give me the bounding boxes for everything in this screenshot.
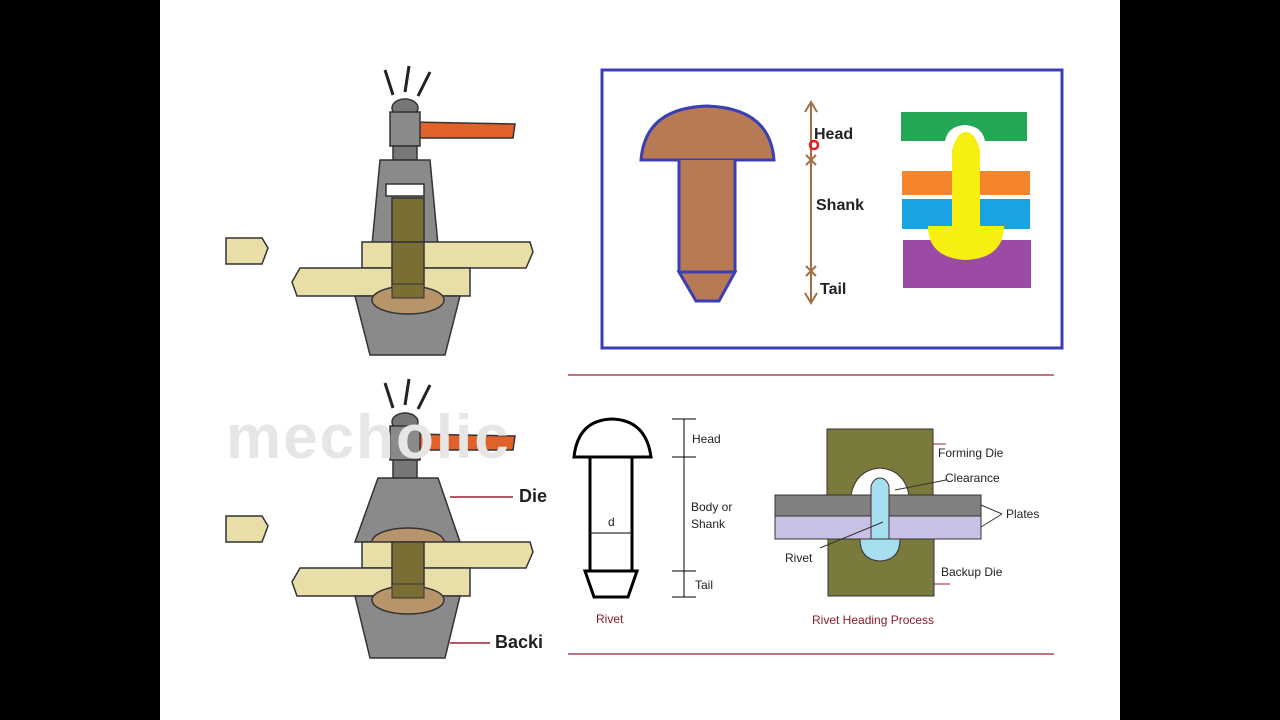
label-die: Die — [519, 486, 548, 506]
rivet-outline — [572, 417, 696, 599]
label-shank: Shank — [816, 197, 865, 214]
rivet-label-tail: Tail — [695, 578, 714, 592]
rivet-shank — [679, 160, 735, 272]
rivet-head — [639, 104, 776, 162]
rivet-label-d: d — [608, 515, 615, 529]
label-head: Head — [814, 126, 854, 143]
label-backup-die: Backup Die — [941, 565, 1003, 579]
colored-heading-process — [901, 112, 1031, 288]
label-rivet: Rivet — [785, 551, 813, 565]
label-backing: Backi — [495, 632, 544, 652]
label-forming-die: Forming Die — [938, 446, 1004, 460]
riveting-tool-top — [225, 65, 534, 356]
label-tail: Tail — [820, 281, 847, 298]
rivet-label-body: Body or — [691, 500, 733, 514]
slide: mecholic Head Shank Tail Die Backi Head … — [160, 0, 1120, 720]
watermark: mecholic — [226, 403, 511, 472]
label-clearance: Clearance — [945, 471, 1000, 485]
rivet-label-shank: Shank — [691, 517, 726, 531]
rivet-caption: Rivet — [596, 612, 624, 626]
heading-process-caption: Rivet Heading Process — [812, 613, 935, 627]
cursor-pointer — [808, 139, 820, 151]
riveting-tool-bottom — [225, 378, 534, 659]
label-plates: Plates — [1006, 507, 1040, 521]
heading-process-diagram — [774, 428, 1003, 597]
handle — [409, 121, 516, 139]
diagram-canvas — [225, 65, 1064, 659]
rivet-label-head: Head — [692, 432, 721, 446]
rivet-tail — [676, 270, 738, 303]
